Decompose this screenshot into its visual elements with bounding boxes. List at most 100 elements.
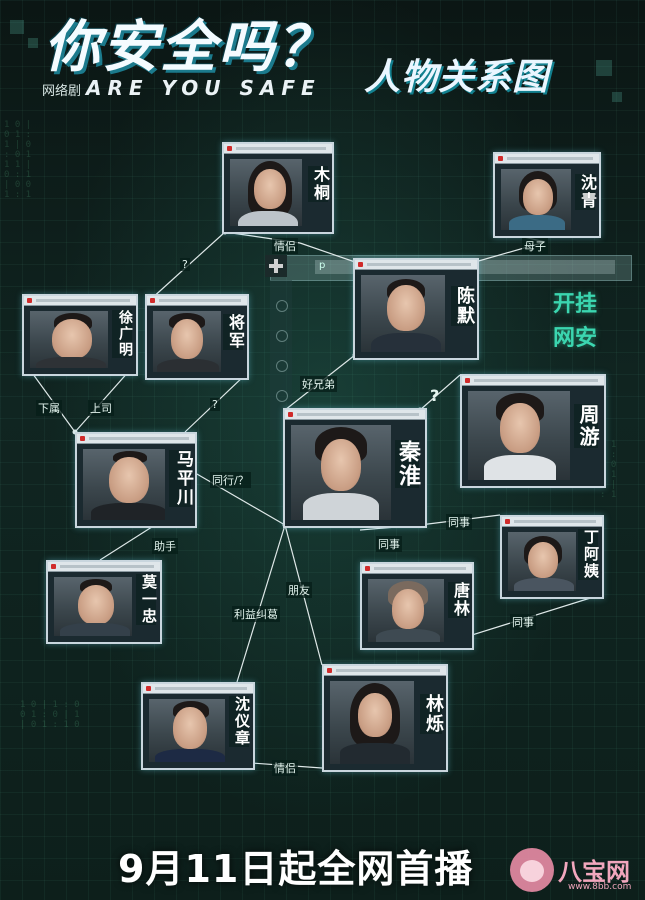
clothing [60,623,130,636]
character-name: 丁阿姨 [578,529,600,580]
face [523,179,553,215]
matrix-code-bottom: 1 0 | 1 : 0 0 1 : 0 | 1 | 0 1 : 1 0 [20,700,80,730]
portrait [149,699,225,762]
circle-icon [276,300,288,312]
clothing [91,503,165,520]
clothing [238,211,298,226]
relation-label: 同事 [446,514,472,530]
clothing [155,749,225,762]
clothing [340,743,410,764]
character-name: 秦淮 [395,440,420,488]
portrait [83,449,165,520]
close-dot-icon [358,262,363,267]
character-name: 沈仪章 [229,696,251,747]
window-bar [355,260,477,270]
pixel-decoration [612,92,622,102]
watermark-url: www.8bb.com [568,882,632,892]
character-card-linshuo: 林烁 [322,664,448,772]
relation-label: 情侣 [272,760,298,776]
character-card-mapingchuan: 马平川 [75,432,197,528]
circle-icon [276,390,288,402]
window-bar [143,684,253,694]
face [52,319,92,359]
close-dot-icon [465,378,470,383]
window-bar [224,144,332,154]
portrait [368,579,444,642]
chart-subtitle: 人物关系图 [364,57,550,98]
slogan-line: 开挂 [553,292,598,317]
show-title: 你安全吗？ [44,15,334,80]
relation-label: ? [180,258,190,271]
browser-side-toolbar [270,280,292,430]
relation-label: 朋友 [286,582,312,598]
line-qinhuai-shenyi [236,524,286,683]
character-card-moyizhong: 莫一忠 [46,560,162,644]
portrait [468,391,570,480]
close-dot-icon [365,566,370,571]
character-name: 木桐 [308,166,330,202]
character-name: 将军 [223,314,245,350]
portrait [230,159,302,226]
address-text: p [319,260,326,271]
window-bar [362,564,472,574]
character-card-shenyizhang: 沈仪章 [141,682,255,770]
window-bar [495,154,599,164]
clothing [509,215,565,230]
clothing [514,578,574,591]
matrix-code-left: 1 0 | 0 1 : 1 | 0 : 0 1 1 1 | 0 : 1 | 0 … [4,120,32,200]
close-dot-icon [505,519,510,524]
line-ma-qinhuai [189,469,286,526]
portrait [30,311,108,368]
relation-label: ? [430,386,440,405]
character-name: 徐广明 [112,310,133,358]
slogan-line: 网安 [553,326,598,352]
premiere-date: 9月11日起全网首播 [118,847,474,891]
line-ma-mo [99,524,156,561]
relation-label: 同行/？ [210,472,251,488]
character-card-chenmo: 陈默 [353,258,479,360]
pixel-decoration [596,60,612,76]
portrait [501,169,571,230]
close-dot-icon [327,668,332,673]
close-dot-icon [498,156,503,161]
relation-label: 助手 [152,538,178,554]
face [528,542,558,578]
close-dot-icon [146,686,151,691]
face [358,693,392,737]
close-dot-icon [80,436,85,441]
character-name: 莫一忠 [136,574,158,625]
close-dot-icon [27,298,32,303]
window-bar [324,666,446,676]
character-name: 沈青 [575,174,597,210]
character-card-shenqing: 沈青 [493,152,601,238]
clothing [157,359,219,372]
relation-label: 母子 [522,238,548,254]
portrait [291,425,391,520]
pixel-decoration [28,38,38,48]
window-bar [147,296,247,306]
face [109,457,149,503]
face [500,403,540,453]
window-bar [77,434,195,444]
close-dot-icon [288,412,293,417]
clothing [376,629,440,642]
relation-label: 下属 [36,400,62,416]
watermark-face-icon [520,860,544,882]
title-bar-line [336,669,440,672]
title-bar-line [367,263,471,266]
slogan: 开挂 网安 [553,288,597,356]
clothing [303,493,379,520]
clothing [484,455,556,480]
portrait [153,311,221,372]
title-bar-line [236,147,326,150]
character-card-qinhuai: 秦淮 [283,408,427,528]
relation-label: ? [210,398,220,411]
relation-label: 利益纠葛 [232,606,280,622]
character-name: 陈默 [451,286,475,326]
character-card-xuguangming: 徐广明 [22,294,138,376]
face [387,285,425,331]
relation-label: 上司 [88,400,114,416]
circle-icon [276,360,288,372]
portrait [54,577,132,636]
